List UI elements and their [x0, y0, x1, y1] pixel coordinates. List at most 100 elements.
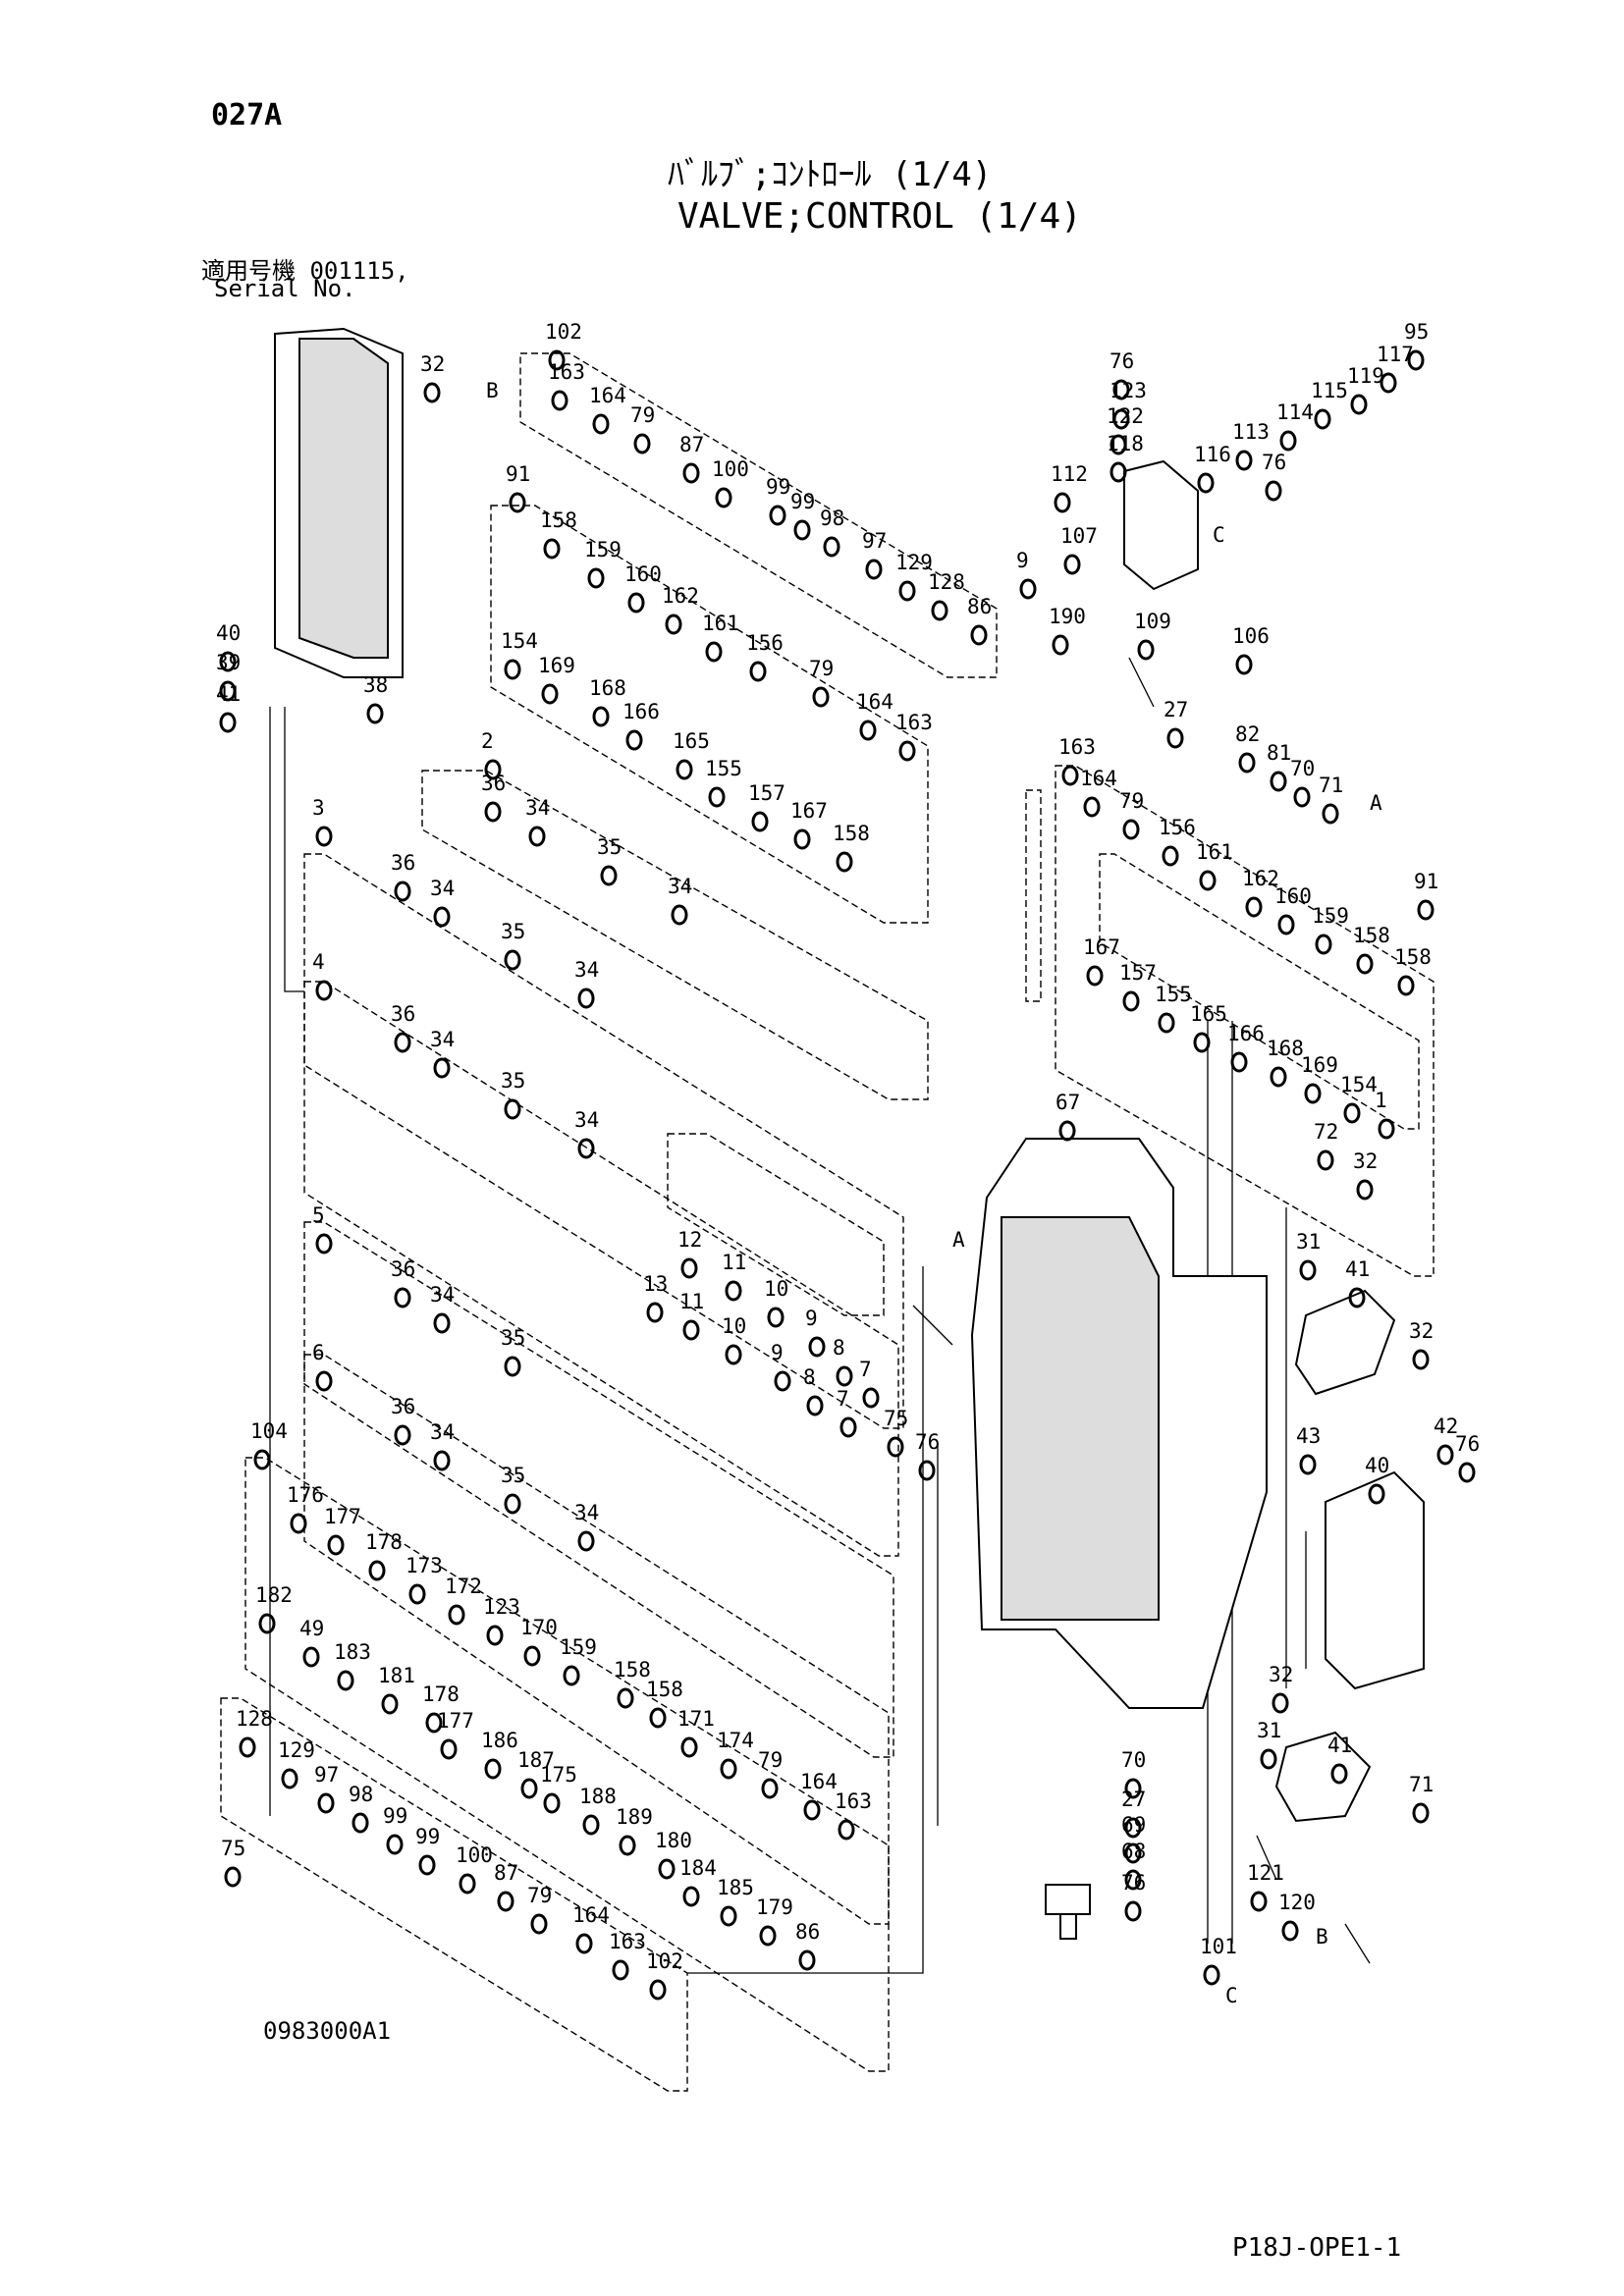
part-glyph — [1265, 480, 1282, 502]
part-glyph — [327, 1534, 345, 1556]
part-glyph — [224, 1866, 242, 1888]
callout-label: 76 — [1262, 451, 1286, 474]
callout-label: 43 — [1296, 1424, 1321, 1448]
part-glyph — [1315, 934, 1332, 955]
callout-label: 100 — [712, 457, 749, 481]
callout-label: 76 — [915, 1430, 940, 1454]
callout-label: 119 — [1347, 364, 1384, 388]
part-glyph — [1293, 786, 1311, 808]
part-glyph — [1380, 372, 1397, 394]
part-glyph — [317, 1792, 335, 1814]
callout-label: 7 — [837, 1387, 849, 1411]
callout-label: 154 — [1340, 1073, 1378, 1096]
part-glyph — [418, 1854, 436, 1876]
callout-label: 41 — [216, 682, 241, 706]
callout-label: 183 — [334, 1640, 371, 1664]
callout-label: 81 — [1267, 741, 1291, 765]
callout-label: 36 — [391, 851, 415, 875]
callout-label: 87 — [679, 433, 704, 456]
part-glyph — [563, 1665, 580, 1686]
part-glyph — [541, 683, 559, 705]
part-glyph — [715, 487, 732, 508]
callout-label: 11 — [722, 1251, 746, 1274]
part-glyph — [761, 1778, 779, 1799]
part-glyph — [658, 1858, 676, 1880]
callout-label: 91 — [1414, 870, 1438, 893]
part-glyph — [682, 462, 700, 484]
callout-label: 109 — [1134, 610, 1171, 633]
part-glyph — [665, 614, 682, 635]
part-glyph — [394, 1287, 411, 1308]
part-glyph — [1110, 461, 1127, 483]
part-glyph — [1203, 1964, 1220, 1986]
part-glyph — [1458, 1462, 1476, 1483]
part-glyph — [433, 1057, 451, 1079]
part-glyph — [548, 349, 566, 371]
callout-label: 36 — [481, 772, 506, 795]
callout-label: 91 — [506, 462, 530, 486]
callout-label: 34 — [668, 875, 692, 898]
callout-label: 71 — [1319, 774, 1343, 797]
callout-label: 159 — [560, 1635, 597, 1659]
callout-label: 68 — [1121, 1840, 1146, 1863]
part-glyph — [705, 641, 723, 663]
callout-label: 159 — [1312, 904, 1349, 928]
part-glyph — [898, 740, 916, 762]
callout-label: 79 — [758, 1748, 783, 1772]
part-glyph — [1137, 639, 1155, 661]
part-glyph — [253, 1449, 271, 1470]
callout-label: 102 — [646, 1949, 683, 1973]
callout-label: 158 — [646, 1678, 683, 1701]
part-glyph — [433, 906, 451, 928]
callout-label: 49 — [299, 1617, 324, 1640]
callout-label: 121 — [1247, 1861, 1284, 1885]
callout-label: B — [1316, 1925, 1328, 1949]
callout-label: 99 — [790, 490, 815, 513]
part-glyph — [577, 1530, 595, 1552]
part-glyph — [1112, 408, 1130, 430]
callout-label: 34 — [525, 796, 550, 820]
part-glyph — [646, 1302, 664, 1323]
callout-label: 112 — [1051, 462, 1088, 486]
part-glyph — [1122, 819, 1140, 840]
callout-label: 32 — [420, 352, 445, 376]
callout-label: 167 — [1083, 935, 1120, 959]
callout-label: 10 — [764, 1277, 788, 1301]
part-glyph — [649, 1979, 667, 2001]
part-glyph — [290, 1513, 307, 1534]
callout-label: 163 — [609, 1930, 646, 1953]
callout-label: 34 — [574, 1501, 599, 1524]
callout-label: 156 — [1159, 816, 1196, 839]
callout-label: 165 — [1190, 1002, 1227, 1026]
part-glyph — [551, 390, 568, 411]
callout-label: 10 — [722, 1314, 746, 1338]
part-glyph — [315, 826, 333, 847]
callout-label: 154 — [501, 629, 538, 653]
callout-label: 174 — [717, 1729, 754, 1752]
callout-label: 168 — [1267, 1037, 1304, 1060]
part-glyph — [433, 1312, 451, 1334]
callout-label: 163 — [895, 711, 933, 734]
part-glyph — [749, 661, 767, 682]
part-glyph — [1412, 1349, 1430, 1370]
part-glyph — [1436, 1444, 1454, 1466]
part-glyph — [504, 1098, 521, 1120]
callout-label: 13 — [643, 1272, 668, 1296]
callout-label: 8 — [833, 1336, 845, 1360]
callout-label: 4 — [312, 950, 325, 974]
part-glyph — [1052, 634, 1069, 656]
callout-label: 42 — [1434, 1415, 1458, 1438]
callout-label: C — [1225, 1984, 1238, 2007]
callout-label: 173 — [406, 1554, 443, 1577]
callout-label: 95 — [1404, 320, 1429, 344]
callout-label: 120 — [1278, 1891, 1316, 1914]
part-glyph — [1124, 1900, 1142, 1922]
title-english: VALVE;CONTROL (1/4) — [677, 196, 1082, 237]
callout-label: 155 — [705, 757, 742, 780]
part-glyph — [808, 1336, 826, 1358]
part-glyph — [1299, 1454, 1317, 1475]
part-glyph — [1378, 1118, 1395, 1140]
part-glyph — [520, 1778, 538, 1799]
part-glyph — [774, 1370, 791, 1392]
callout-label: C — [1213, 523, 1225, 547]
